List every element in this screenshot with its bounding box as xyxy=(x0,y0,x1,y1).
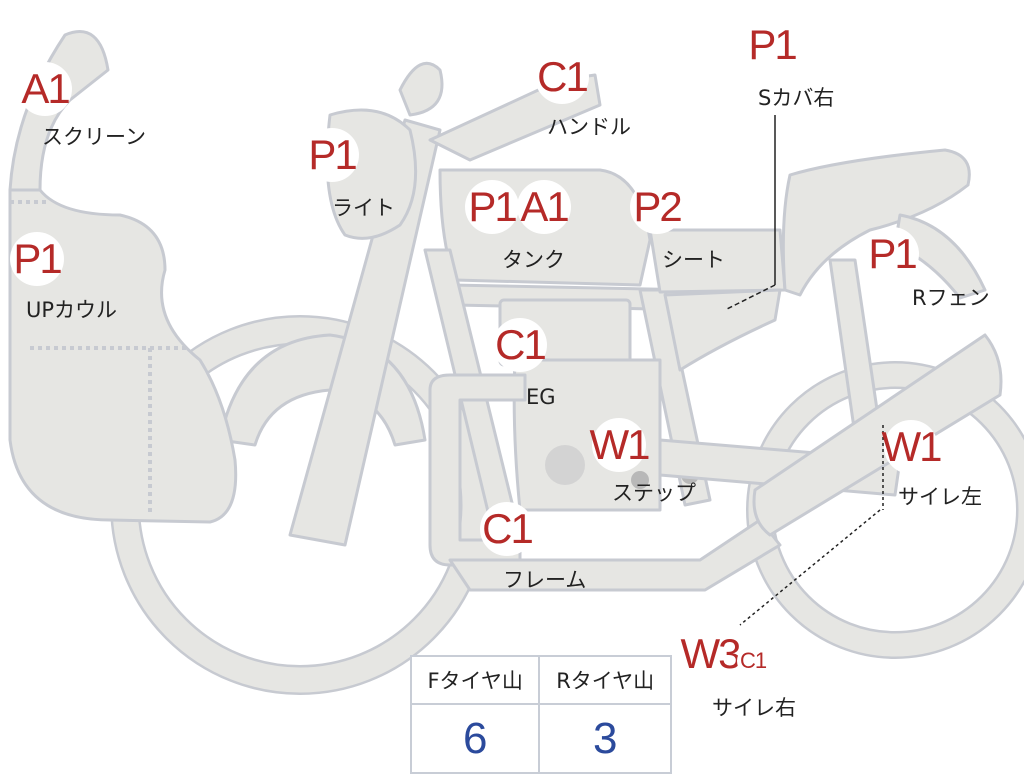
grade-badge-step: W1 xyxy=(590,418,651,472)
front-fork xyxy=(288,118,442,547)
grade-badge-up-cowl: P1 xyxy=(10,232,64,286)
label-light: ライト xyxy=(332,196,395,220)
leader-side-cover-end xyxy=(724,284,776,311)
grade-badge-tank-1: P1 xyxy=(465,180,519,234)
label-engine: EG xyxy=(526,385,556,409)
grade-badge-muffler-right-1: W3 xyxy=(681,627,742,681)
front-tire-value: 6 xyxy=(411,704,541,773)
rear-tire-value: 3 xyxy=(539,704,672,773)
label-muffler-left: サイレ左 xyxy=(898,485,982,509)
label-muffler-right: サイレ右 xyxy=(712,696,796,720)
grade-badge-tank-2: A1 xyxy=(517,180,571,234)
rear-shock xyxy=(828,258,882,437)
grade-badge-screen: A1 xyxy=(18,62,72,116)
label-step: ステップ xyxy=(612,481,696,505)
mirror xyxy=(398,61,444,117)
grade-badge-light: P1 xyxy=(305,128,359,182)
label-tank: タンク xyxy=(502,248,565,272)
grade-badge-side-cover: P1 xyxy=(745,18,799,72)
leader-muffler-right xyxy=(739,509,881,626)
muffler-part xyxy=(752,333,1003,537)
grade-badge-seat: P2 xyxy=(630,180,684,234)
rear-tire-header: Rタイヤ山 xyxy=(539,656,672,705)
grade-badge-frame: C1 xyxy=(480,502,534,556)
side-cover-part xyxy=(663,288,782,372)
up-cowl-part xyxy=(8,188,238,524)
grade-badge-muffler-right-2: C1 xyxy=(737,645,769,677)
exhaust-pipe xyxy=(428,373,527,567)
front-tire-header: Fタイヤ山 xyxy=(411,656,541,705)
label-rear-fender: Rフェン xyxy=(912,286,990,310)
label-seat: シート xyxy=(662,248,725,272)
label-frame: フレーム xyxy=(503,568,587,592)
grade-badge-rear-fender: P1 xyxy=(865,227,919,281)
label-up-cowl: UPカウル xyxy=(26,298,118,322)
engine-cover xyxy=(545,445,585,485)
step-peg-a xyxy=(631,471,649,489)
grade-badge-handle: C1 xyxy=(535,50,589,104)
grade-badge-engine: C1 xyxy=(493,318,547,372)
lower-pipe xyxy=(448,518,782,592)
tire-tread-table: Fタイヤ山 Rタイヤ山 6 3 xyxy=(410,655,672,774)
grade-badge-muffler-left: W1 xyxy=(882,420,943,474)
label-screen: スクリーン xyxy=(42,125,146,149)
label-handle: ハンドル xyxy=(547,115,631,139)
rear-cowl xyxy=(781,148,971,297)
label-side-cover: Sカバ右 xyxy=(758,86,835,110)
